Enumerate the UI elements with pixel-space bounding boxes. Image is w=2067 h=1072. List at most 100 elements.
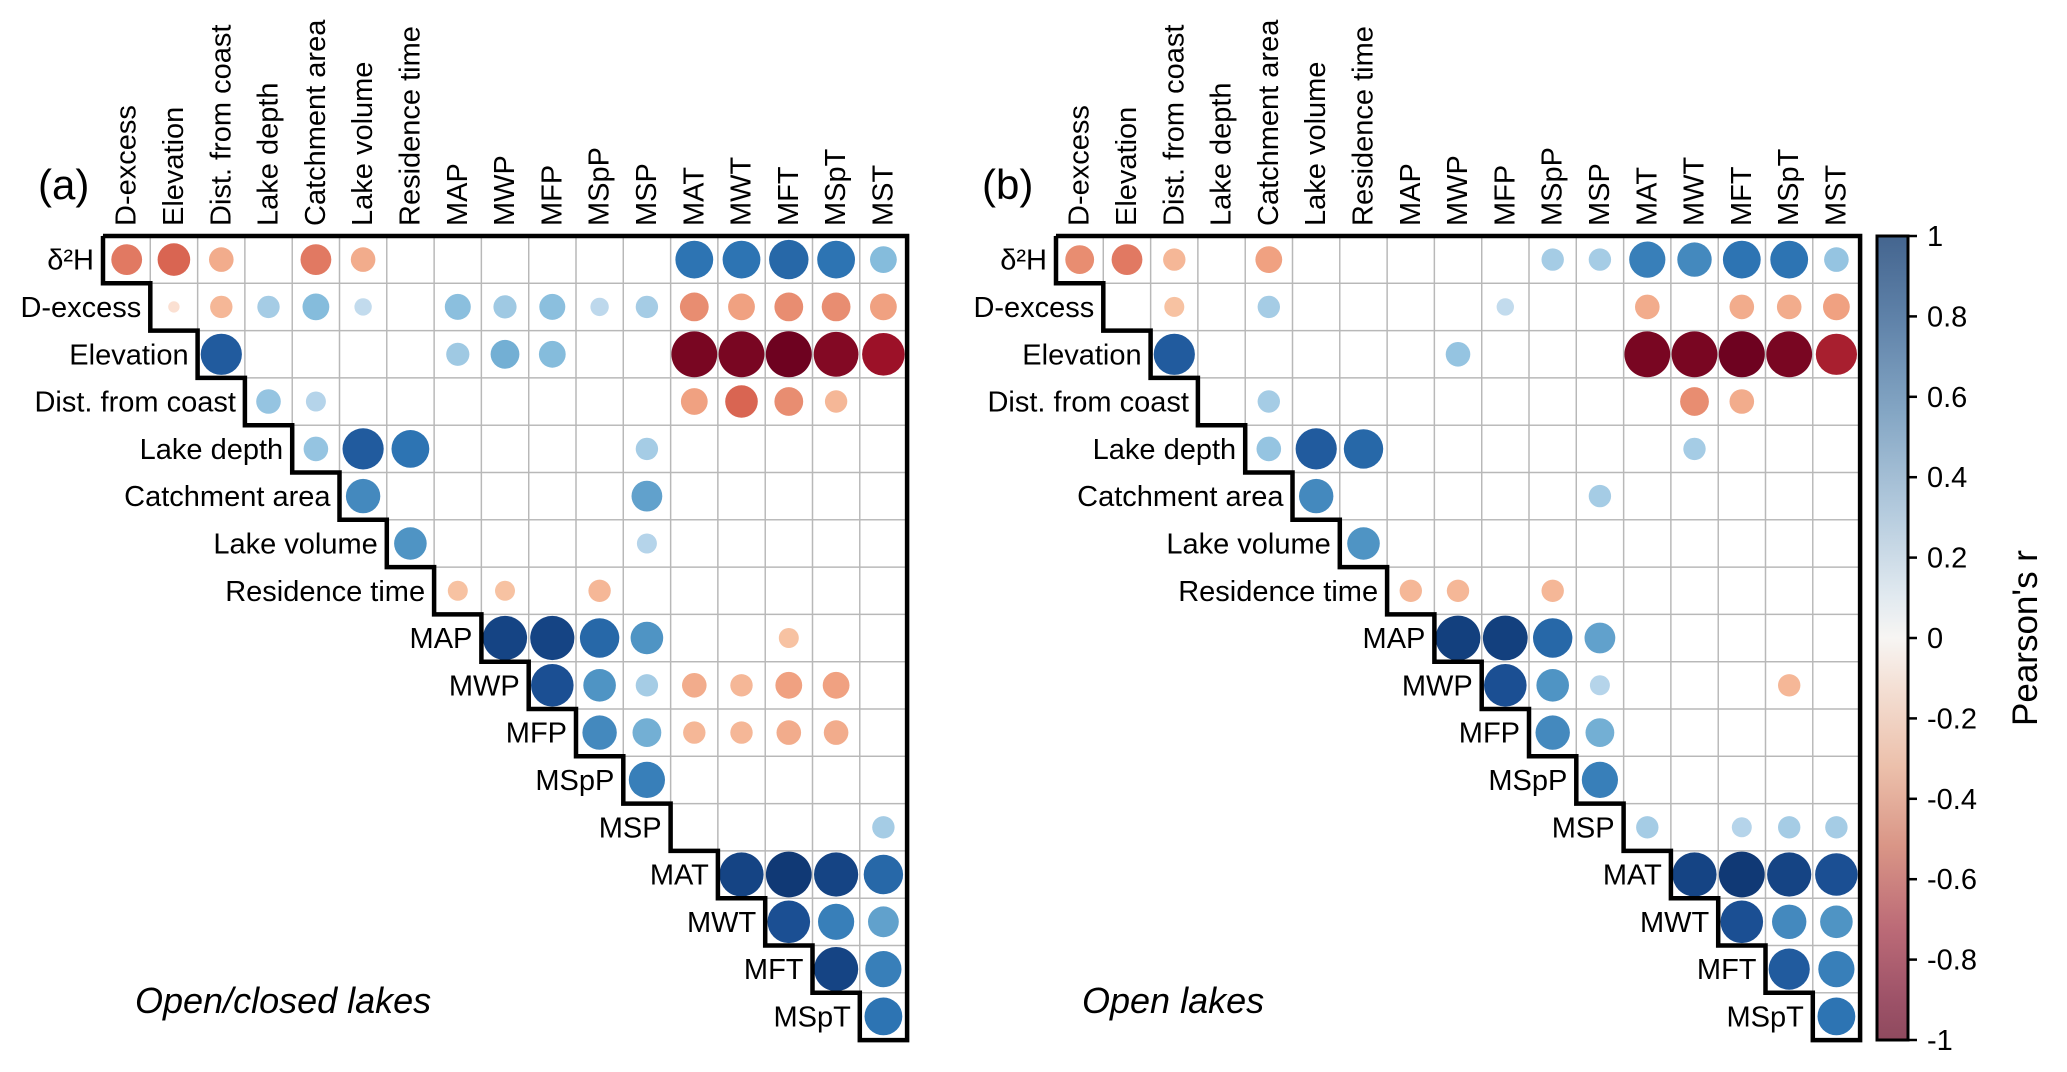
matrix-border (1053, 233, 1863, 1043)
corr-dot (444, 293, 471, 320)
corr-dot (1778, 674, 1801, 697)
corr-dot (157, 243, 191, 276)
corr-dot (865, 951, 902, 988)
corr-dot (725, 385, 758, 418)
corr-dot (1624, 331, 1671, 378)
corr-dot (821, 292, 851, 322)
column-label: Dist. from coast (205, 25, 237, 226)
corr-dot (635, 437, 659, 461)
corr-dot (1255, 246, 1283, 273)
corr-dot (765, 851, 812, 898)
corr-dot (111, 244, 143, 275)
corr-dot (342, 428, 384, 470)
corr-dot (1768, 948, 1810, 990)
corr-dot (1817, 997, 1856, 1036)
corr-dot (1767, 852, 1812, 897)
colorbar-axis-label: Pearson's r (2006, 550, 2045, 726)
corr-dot (1718, 851, 1765, 898)
corr-dot (1677, 242, 1712, 277)
column-label: MAT (1631, 167, 1663, 226)
row-label: MAP (410, 623, 473, 655)
column-label: Catchment area (300, 19, 332, 226)
column-label: MST (867, 165, 899, 227)
corr-dot (1636, 816, 1659, 839)
corr-dot (1347, 527, 1380, 560)
row-label: MWT (1640, 907, 1710, 939)
colorbar-tick-label: 0.4 (1927, 462, 1967, 494)
corr-dot (774, 292, 804, 322)
corr-dot (631, 480, 663, 512)
row-label: Residence time (225, 576, 425, 608)
row-label: D-excess (20, 292, 141, 324)
corr-dot (345, 478, 381, 514)
corr-dot (300, 244, 332, 275)
column-label: MFT (773, 166, 805, 226)
row-label: Residence time (1178, 576, 1378, 608)
column-label: MFP (1489, 165, 1521, 226)
corr-dot (730, 721, 753, 744)
colorbar-tick-label: 1 (1927, 221, 1943, 253)
corr-dot (354, 298, 372, 316)
colorbar-gradient (1875, 234, 1910, 1042)
corr-dot (391, 430, 430, 468)
colorbar-tick-label: 0.2 (1927, 543, 1967, 575)
column-label: MWT (726, 156, 758, 226)
corr-dot (495, 580, 515, 601)
corr-dot (722, 240, 761, 279)
corr-dot (1729, 294, 1755, 320)
colorbar-tick-label: -1 (1927, 1025, 1953, 1057)
corr-dot (1164, 296, 1185, 317)
corr-dot (256, 389, 281, 414)
column-label: Dist. from coast (1158, 25, 1190, 226)
row-label: MSpP (1488, 765, 1567, 797)
corr-dot (718, 331, 765, 378)
corr-dot (1680, 387, 1709, 416)
corr-dot (1720, 900, 1764, 944)
column-label: MWT (1679, 156, 1711, 226)
panel-title: Open lakes (1082, 980, 1264, 1021)
corr-dot (1111, 244, 1143, 275)
corr-dot (305, 391, 326, 412)
corr-dot (1672, 852, 1717, 897)
corr-dot (1541, 248, 1564, 271)
row-label: Lake volume (213, 529, 377, 561)
corr-dot (1482, 615, 1528, 661)
corr-dot (531, 664, 574, 707)
row-label: δ²H (1000, 245, 1047, 277)
corr-dot (1815, 333, 1857, 375)
corr-dot (1581, 761, 1618, 799)
corr-dot (579, 618, 620, 658)
corr-dot (1445, 342, 1471, 367)
column-label: Lake depth (1206, 82, 1238, 226)
corr-dot (814, 947, 859, 992)
row-label: MAP (1363, 623, 1426, 655)
colorbar-tick-label: -0.8 (1927, 945, 1977, 977)
corr-dot (1824, 247, 1849, 272)
row-label: MSP (1552, 812, 1615, 844)
row-label: Dist. from coast (987, 387, 1188, 419)
row-label: MSpP (535, 765, 614, 797)
corr-dot (302, 293, 330, 321)
corr-dot (1778, 816, 1801, 839)
corr-dot (872, 816, 895, 839)
row-label: MWP (1402, 670, 1473, 702)
column-label: Lake depth (253, 82, 285, 226)
corr-dot (538, 340, 566, 368)
corr-dot (1163, 248, 1186, 271)
corr-dot (303, 436, 329, 462)
corr-dot (767, 900, 811, 944)
corr-dot (588, 579, 611, 602)
row-label: MFP (506, 718, 567, 750)
row-label: MWT (687, 907, 757, 939)
corr-dot (683, 721, 706, 744)
corr-dot (870, 246, 897, 273)
corr-dot (1484, 664, 1527, 707)
corr-dot (822, 671, 850, 699)
row-label: MSP (599, 812, 662, 844)
column-label: Residence time (394, 26, 426, 226)
row-label: MAT (1603, 860, 1662, 892)
